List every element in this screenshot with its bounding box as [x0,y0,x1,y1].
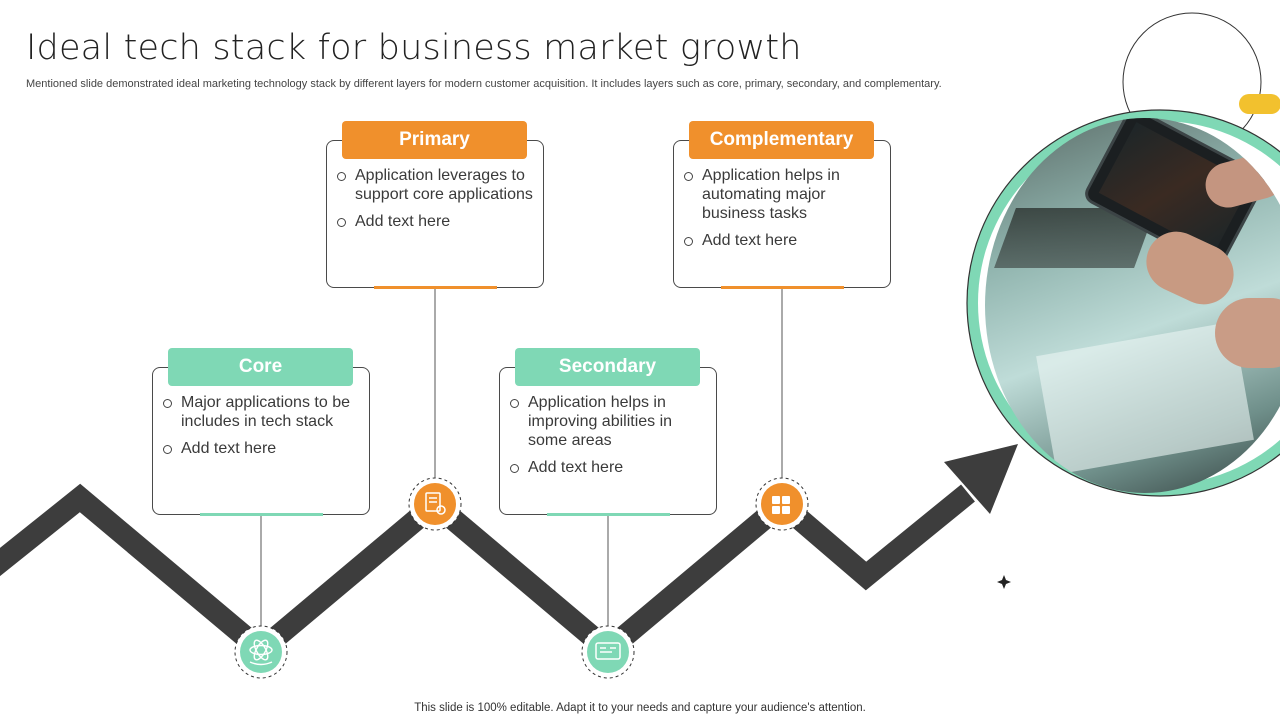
node-secondary [581,625,635,679]
list-item: Major applications to be includes in tec… [163,393,361,431]
sparkle-icon [997,575,1011,589]
list-item: Add text here [510,458,708,477]
growth-arrow-head [944,444,1018,514]
node-complementary [755,477,809,531]
card-accent-bar [721,286,844,289]
list-item: Application leverages to support core ap… [337,166,535,204]
puzzle-icon [772,496,790,514]
card-core: Core Major applications to be includes i… [152,348,370,516]
card-accent-bar [547,513,670,516]
card-complementary-title: Complementary [689,121,874,159]
card-primary-title: Primary [342,121,527,159]
page-title: Ideal tech stack for business market gro… [26,28,802,68]
photo-hand [1215,298,1280,368]
card-secondary: Secondary Application helps in improving… [499,348,717,516]
list-item: Add text here [337,212,535,231]
card-secondary-list: Application helps in improving abilities… [510,393,708,485]
atom-hand-icon [249,639,273,666]
card-complementary: Complementary Application helps in autom… [673,121,891,289]
node-primary [408,477,462,531]
card-primary: Primary Application leverages to support… [326,121,544,289]
card-primary-list: Application leverages to support core ap… [337,166,535,239]
business-photo [985,118,1280,493]
growth-arrow-line [0,483,975,665]
card-accent-bar [200,513,323,516]
card-secondary-title: Secondary [515,348,700,386]
page-subtitle: Mentioned slide demonstrated ideal marke… [26,78,942,90]
list-item: Add text here [684,231,882,250]
decor-yellow-pill [1239,94,1280,114]
card-core-title: Core [168,348,353,386]
card-complementary-list: Application helps in automating major bu… [684,166,882,258]
footer-note: This slide is 100% editable. Adapt it to… [414,702,866,714]
card-accent-bar [374,286,497,289]
dashboard-icon [595,642,621,660]
photo-ring-outline [966,109,1280,497]
document-gear-icon [425,492,446,515]
list-item: Application helps in improving abilities… [510,393,708,450]
node-core [234,625,288,679]
list-item: Application helps in automating major bu… [684,166,882,223]
card-core-list: Major applications to be includes in tec… [163,393,361,466]
list-item: Add text here [163,439,361,458]
